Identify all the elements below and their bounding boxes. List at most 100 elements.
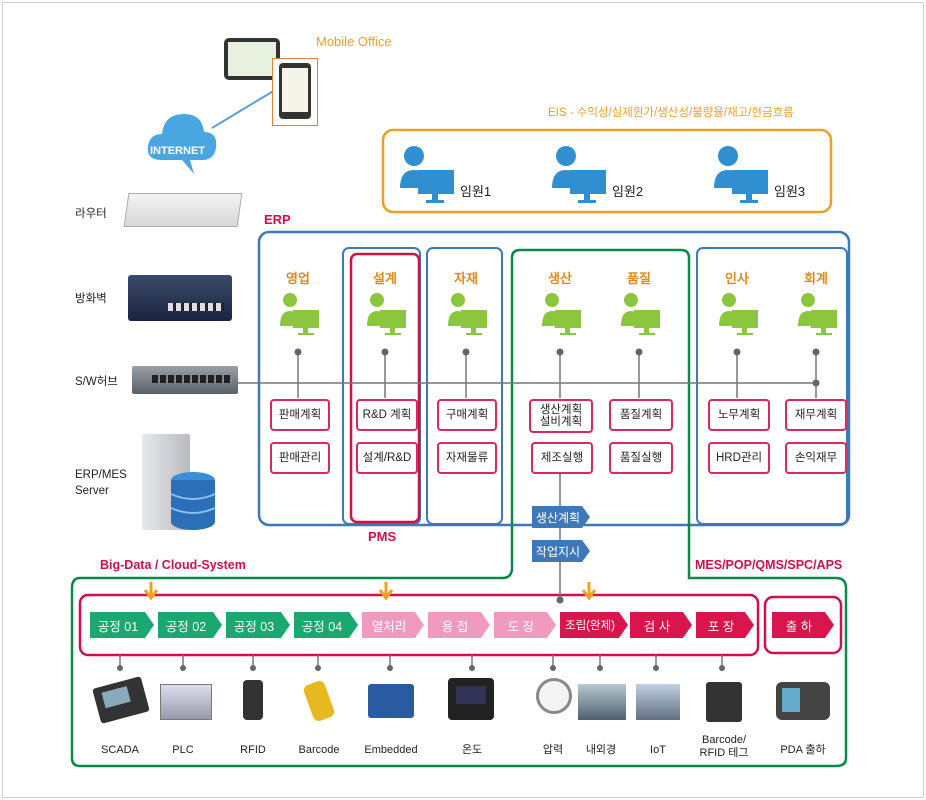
firewall-icon <box>128 275 232 321</box>
mobile-office-label: Mobile Office <box>316 34 392 49</box>
task-production-plan-line2: 설비계획 <box>539 416 583 428</box>
pms-box <box>349 252 421 524</box>
hr-accounting-box <box>696 247 848 525</box>
pressure-gauge-icon <box>536 678 572 714</box>
production-person-icon <box>542 293 581 335</box>
sales-person-icon <box>280 293 319 335</box>
task-rd-plan: R&D 계획 <box>356 399 418 431</box>
eis-title: EIS - 수익성/실제원가/생산성/불량율/재고/현금흐름 <box>548 107 794 119</box>
executive-3-label: 임원3 <box>774 184 806 199</box>
quality-person-icon <box>621 293 660 335</box>
cloud-icon <box>147 114 217 174</box>
process-shipping: 출 하 <box>772 612 834 638</box>
task-finance-plan: 재무계획 <box>785 399 847 431</box>
process-03: 공정 03 <box>226 612 290 638</box>
shipping-box <box>763 595 843 655</box>
barcode-printer-icon <box>706 682 742 722</box>
database-icon <box>170 472 216 530</box>
internet-label: INTERNET <box>150 145 205 157</box>
materials-person-icon <box>448 293 487 335</box>
task-labor-plan: 노무계획 <box>708 399 770 431</box>
executive-1-label: 임원1 <box>460 184 492 199</box>
flow-production-plan: 생산계획 <box>532 506 590 528</box>
switch-hub-icon <box>132 366 238 394</box>
dept-production: 생산 <box>548 271 572 286</box>
device-rfid-label: RFID <box>240 744 266 756</box>
device-embedded-label: Embedded <box>364 744 418 756</box>
firewall-label: 방화벽 <box>75 293 107 305</box>
task-production-equipment-plan: 생산계획 설비계획 <box>529 399 593 433</box>
device-inspection-label: 내외경 <box>585 744 617 756</box>
dept-accounting: 회계 <box>804 271 828 286</box>
switch-hub-label: S/W허브 <box>75 376 118 388</box>
mes-label: MES/POP/QMS/SPC/APS <box>695 558 843 572</box>
task-production-plan-line1: 생산계획 <box>539 404 583 416</box>
embedded-board-icon <box>368 684 414 718</box>
process-line-box <box>78 593 760 657</box>
dept-design: 설계 <box>373 271 397 286</box>
task-mfg-exec: 제조실행 <box>531 442 593 474</box>
smartphone-icon <box>272 58 318 126</box>
accounting-person-icon <box>798 293 837 335</box>
dept-hr: 인사 <box>725 271 749 286</box>
tablet-icon <box>224 38 280 80</box>
rfid-icon <box>243 680 263 720</box>
materials-box <box>426 247 503 525</box>
device-plc-label: PLC <box>172 744 194 756</box>
process-inspection: 검 사 <box>630 612 692 638</box>
task-sales-plan: 판매계획 <box>270 399 330 431</box>
task-pl-finance: 손익재무 <box>785 442 847 474</box>
eis-box <box>381 128 833 214</box>
server-label-line2: Server <box>75 485 109 497</box>
process-02: 공정 02 <box>158 612 222 638</box>
device-temperature-label: 온도 <box>461 744 483 756</box>
plc-icon <box>160 684 212 720</box>
internet-mobile-link <box>211 89 276 129</box>
dept-quality: 품질 <box>627 271 651 286</box>
dept-sales: 영업 <box>286 271 310 286</box>
task-material-logistics: 자재물류 <box>437 442 497 474</box>
executive-3-icon <box>712 142 772 209</box>
router-icon <box>123 193 243 227</box>
dept-materials: 자재 <box>454 271 478 286</box>
device-pressure-label: 압력 <box>542 744 564 756</box>
task-design-rd: 설계/R&D <box>356 442 418 474</box>
process-welding: 용 접 <box>428 612 490 638</box>
executive-2-label: 임원2 <box>612 184 644 199</box>
process-heat-treatment: 열처리 <box>362 612 424 638</box>
device-pda-label: PDA 출하 <box>780 744 826 756</box>
process-packaging: 포 장 <box>696 612 754 638</box>
process-01: 공정 01 <box>90 612 154 638</box>
router-label: 라우터 <box>75 208 107 220</box>
temperature-controller-icon <box>448 678 494 720</box>
device-barcode-rfid-line2: RFID 테그 <box>699 747 749 759</box>
pms-label: PMS <box>368 529 397 544</box>
process-painting: 도 장 <box>494 612 556 638</box>
executive-1-icon <box>398 142 458 209</box>
device-scada-label: SCADA <box>101 744 139 756</box>
design-person-icon <box>367 293 406 335</box>
task-sales-mgmt: 판매관리 <box>270 442 330 474</box>
iot-photo-icon <box>636 684 680 720</box>
process-04: 공정 04 <box>294 612 358 638</box>
process-assembly: 조립(완제) <box>560 612 628 638</box>
inspection-photo-icon <box>578 684 626 720</box>
server-label-line1: ERP/MES <box>75 469 127 481</box>
task-hrd-mgmt: HRD관리 <box>708 442 770 474</box>
executive-2-icon <box>550 142 610 209</box>
task-quality-plan: 품질계획 <box>609 399 673 431</box>
task-quality-exec: 품질실행 <box>609 442 673 474</box>
device-iot-label: IoT <box>650 744 666 756</box>
hr-person-icon <box>719 293 758 335</box>
device-barcode-rfid-line1: Barcode/ <box>701 734 747 746</box>
bigdata-label: Big-Data / Cloud-System <box>100 558 246 572</box>
mes-outline <box>70 248 848 768</box>
task-purchase-plan: 구매계획 <box>437 399 497 431</box>
device-barcode-label: Barcode <box>298 744 340 756</box>
flow-work-order: 작업지시 <box>532 540 590 562</box>
pda-icon <box>776 682 830 720</box>
erp-label: ERP <box>264 212 291 227</box>
